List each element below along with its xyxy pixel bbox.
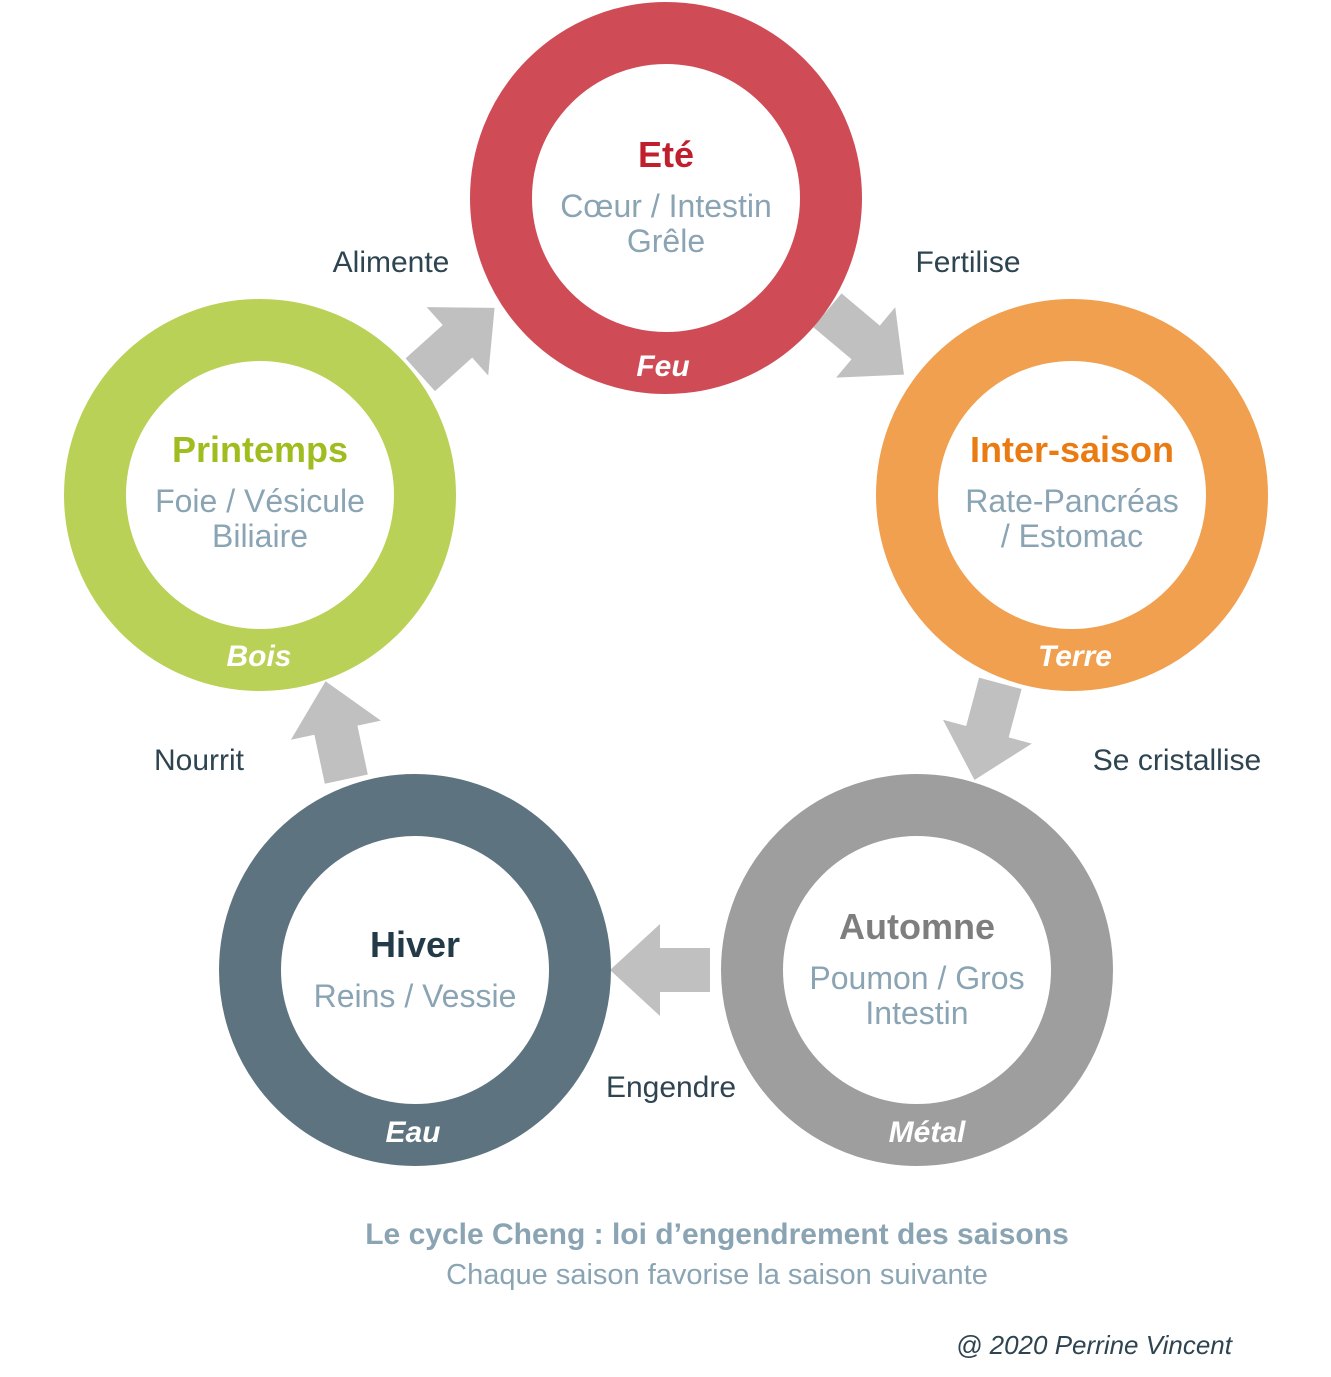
- element-label-feu: Feu: [636, 350, 689, 383]
- element-label-eau: Eau: [385, 1116, 440, 1149]
- ring-ete: [470, 2, 862, 394]
- relation-label-se-cristallise: Se cristallise: [1093, 744, 1261, 777]
- caption-subtitle: Chaque saison favorise la saison suivant…: [446, 1259, 988, 1291]
- element-label-terre: Terre: [1038, 640, 1112, 673]
- ring-hiver: [219, 774, 611, 1166]
- organ-line-1: Cœur / Intestin: [560, 188, 772, 224]
- element-label-metal: Métal: [889, 1116, 966, 1149]
- season-printemps: Printemps Foie / Vésicule Biliaire Bois: [64, 299, 456, 691]
- relation-label-nourrit: Nourrit: [154, 744, 245, 777]
- ring-automne: [721, 774, 1113, 1166]
- arrow-ete-to-inter: [813, 293, 904, 378]
- organ-line-1: Foie / Vésicule: [155, 483, 365, 519]
- season-hiver: Hiver Reins / Vessie Eau: [219, 774, 611, 1166]
- arrow-hiver-to-printemps: [290, 681, 381, 784]
- organ-line-2: Biliaire: [212, 518, 308, 554]
- relation-label-fertilise: Fertilise: [915, 246, 1020, 279]
- organ-line-2: / Estomac: [1001, 518, 1143, 554]
- relation-label-alimente: Alimente: [333, 246, 450, 279]
- arrow-inter-to-automne: [942, 677, 1032, 780]
- relation-label-engendre: Engendre: [606, 1071, 736, 1104]
- copyright-credit: @ 2020 Perrine Vincent: [956, 1330, 1234, 1360]
- organ-line-1: Rate-Pancréas: [965, 483, 1178, 519]
- organ-line-2: Intestin: [865, 995, 968, 1031]
- element-label-bois: Bois: [226, 640, 291, 673]
- ring-printemps: [64, 299, 456, 691]
- season-title-printemps: Printemps: [172, 429, 348, 470]
- season-ete: Eté Cœur / Intestin Grêle Feu: [470, 2, 862, 394]
- arrow-printemps-to-ete: [405, 307, 495, 392]
- organ-line-2: Grêle: [627, 223, 705, 259]
- arrows: [290, 293, 1032, 1016]
- arrow-shape: [813, 293, 904, 378]
- season-inter-saison: Inter-saison Rate-Pancréas / Estomac Ter…: [876, 299, 1268, 691]
- season-title-inter-saison: Inter-saison: [970, 429, 1174, 470]
- arrow-shape: [942, 677, 1032, 780]
- arrow-shape: [290, 681, 381, 784]
- season-title-ete: Eté: [638, 134, 694, 175]
- season-automne: Automne Poumon / Gros Intestin Métal: [721, 774, 1113, 1166]
- arrow-shape: [405, 307, 495, 392]
- caption-title: Le cycle Cheng : loi d’engendrement des …: [365, 1218, 1069, 1251]
- organ-line-1: Poumon / Gros: [809, 960, 1024, 996]
- arrow-shape: [610, 924, 710, 1016]
- arrow-automne-to-hiver: [610, 924, 710, 1016]
- ring-inter-saison: [876, 299, 1268, 691]
- season-title-hiver: Hiver: [370, 924, 460, 965]
- organ-line-1: Reins / Vessie: [314, 978, 517, 1014]
- season-title-automne: Automne: [839, 906, 995, 947]
